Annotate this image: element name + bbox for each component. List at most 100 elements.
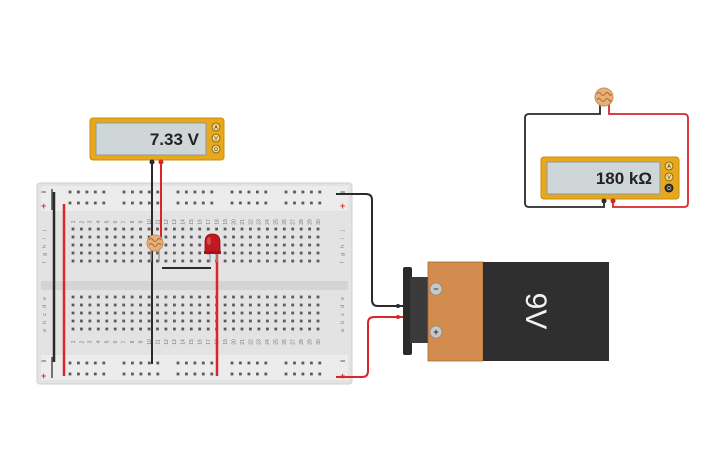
breadboard-hole[interactable] xyxy=(266,259,269,263)
breadboard-hole[interactable] xyxy=(139,251,142,255)
breadboard-hole[interactable] xyxy=(193,361,197,365)
breadboard-hole[interactable] xyxy=(249,311,252,315)
breadboard-hole[interactable] xyxy=(176,201,180,205)
breadboard-hole[interactable] xyxy=(122,227,126,231)
breadboard-hole[interactable] xyxy=(96,259,100,263)
breadboard-hole[interactable] xyxy=(77,361,80,365)
breadboard-hole[interactable] xyxy=(122,295,126,299)
breadboard-hole[interactable] xyxy=(316,227,320,231)
breadboard-hole[interactable] xyxy=(308,327,311,331)
breadboard-hole[interactable] xyxy=(176,361,180,365)
breadboard-hole[interactable] xyxy=(282,251,286,255)
breadboard-hole[interactable] xyxy=(198,259,202,263)
breadboard-hole[interactable] xyxy=(173,251,176,255)
multimeter-right-com-terminal[interactable] xyxy=(601,198,607,204)
breadboard-hole[interactable] xyxy=(301,372,305,376)
breadboard-hole[interactable] xyxy=(113,243,117,247)
breadboard-hole[interactable] xyxy=(239,201,242,205)
photoresistor-test[interactable] xyxy=(594,87,614,107)
breadboard-hole[interactable] xyxy=(139,361,143,365)
breadboard-hole[interactable] xyxy=(164,227,168,231)
breadboard-hole[interactable] xyxy=(122,372,126,376)
breadboard-hole[interactable] xyxy=(256,361,259,365)
breadboard-hole[interactable] xyxy=(85,372,89,376)
breadboard-hole[interactable] xyxy=(164,319,168,323)
breadboard-hole[interactable] xyxy=(102,372,106,376)
breadboard-hole[interactable] xyxy=(308,311,311,315)
breadboard-hole[interactable] xyxy=(173,227,176,231)
breadboard-hole[interactable] xyxy=(308,243,311,247)
breadboard-hole[interactable] xyxy=(266,303,269,307)
breadboard-hole[interactable] xyxy=(308,227,311,231)
breadboard-hole[interactable] xyxy=(257,327,261,331)
breadboard-hole[interactable] xyxy=(240,295,244,299)
breadboard-hole[interactable] xyxy=(131,372,134,376)
breadboard-hole[interactable] xyxy=(130,259,134,263)
breadboard-hole[interactable] xyxy=(147,372,151,376)
breadboard-hole[interactable] xyxy=(139,259,142,263)
breadboard-hole[interactable] xyxy=(113,227,117,231)
breadboard-hole[interactable] xyxy=(164,295,168,299)
breadboard-hole[interactable] xyxy=(147,251,151,255)
breadboard-hole[interactable] xyxy=(223,311,227,315)
breadboard-hole[interactable] xyxy=(318,361,322,365)
breadboard-hole[interactable] xyxy=(232,303,235,307)
breadboard-hole[interactable] xyxy=(156,251,159,255)
breadboard-hole[interactable] xyxy=(256,190,259,194)
multimeter-right-mode-v-button[interactable] xyxy=(664,172,674,182)
breadboard-hole[interactable] xyxy=(201,361,205,365)
breadboard-hole[interactable] xyxy=(318,190,322,194)
breadboard-hole[interactable] xyxy=(266,243,269,247)
breadboard-hole[interactable] xyxy=(88,251,92,255)
breadboard-hole[interactable] xyxy=(80,259,83,263)
breadboard-hole[interactable] xyxy=(147,361,151,365)
breadboard-hole[interactable] xyxy=(256,372,259,376)
breadboard-hole[interactable] xyxy=(105,227,109,231)
breadboard-hole[interactable] xyxy=(223,235,227,239)
breadboard-hole[interactable] xyxy=(257,235,261,239)
breadboard-hole[interactable] xyxy=(257,311,261,315)
breadboard-hole[interactable] xyxy=(206,319,210,323)
breadboard[interactable]: 1122334455667788991010111112121313141415… xyxy=(36,182,353,385)
breadboard-hole[interactable] xyxy=(206,259,210,263)
breadboard-hole[interactable] xyxy=(210,361,214,365)
breadboard-hole[interactable] xyxy=(282,259,286,263)
multimeter-left-pos-terminal[interactable] xyxy=(158,159,164,165)
breadboard-hole[interactable] xyxy=(240,235,244,239)
breadboard-hole[interactable] xyxy=(80,311,83,315)
breadboard-hole[interactable] xyxy=(308,319,311,323)
breadboard-hole[interactable] xyxy=(85,190,89,194)
breadboard-hole[interactable] xyxy=(139,311,142,315)
breadboard-hole[interactable] xyxy=(264,361,268,365)
breadboard-hole[interactable] xyxy=(198,235,202,239)
breadboard-hole[interactable] xyxy=(96,295,100,299)
breadboard-hole[interactable] xyxy=(164,327,168,331)
breadboard-hole[interactable] xyxy=(247,201,251,205)
breadboard-hole[interactable] xyxy=(264,372,268,376)
breadboard-hole[interactable] xyxy=(105,243,109,247)
breadboard-hole[interactable] xyxy=(308,235,311,239)
breadboard-hole[interactable] xyxy=(206,227,210,231)
breadboard-hole[interactable] xyxy=(210,372,214,376)
breadboard-hole[interactable] xyxy=(181,259,185,263)
breadboard-hole[interactable] xyxy=(223,295,227,299)
breadboard-hole[interactable] xyxy=(185,372,188,376)
breadboard-hole[interactable] xyxy=(102,190,106,194)
breadboard-hole[interactable] xyxy=(80,227,83,231)
breadboard-hole[interactable] xyxy=(96,319,100,323)
breadboard-hole[interactable] xyxy=(113,251,117,255)
breadboard-hole[interactable] xyxy=(147,327,151,331)
breadboard-hole[interactable] xyxy=(274,227,278,231)
breadboard-hole[interactable] xyxy=(264,201,268,205)
breadboard-hole[interactable] xyxy=(105,319,109,323)
breadboard-hole[interactable] xyxy=(139,243,142,247)
breadboard-hole[interactable] xyxy=(232,251,235,255)
breadboard-hole[interactable] xyxy=(156,227,159,231)
breadboard-hole[interactable] xyxy=(240,251,244,255)
breadboard-hole[interactable] xyxy=(71,227,75,231)
breadboard-hole[interactable] xyxy=(266,295,269,299)
breadboard-hole[interactable] xyxy=(193,190,197,194)
breadboard-hole[interactable] xyxy=(122,235,126,239)
battery-connector-clip[interactable] xyxy=(403,267,412,355)
breadboard-hole[interactable] xyxy=(189,319,193,323)
